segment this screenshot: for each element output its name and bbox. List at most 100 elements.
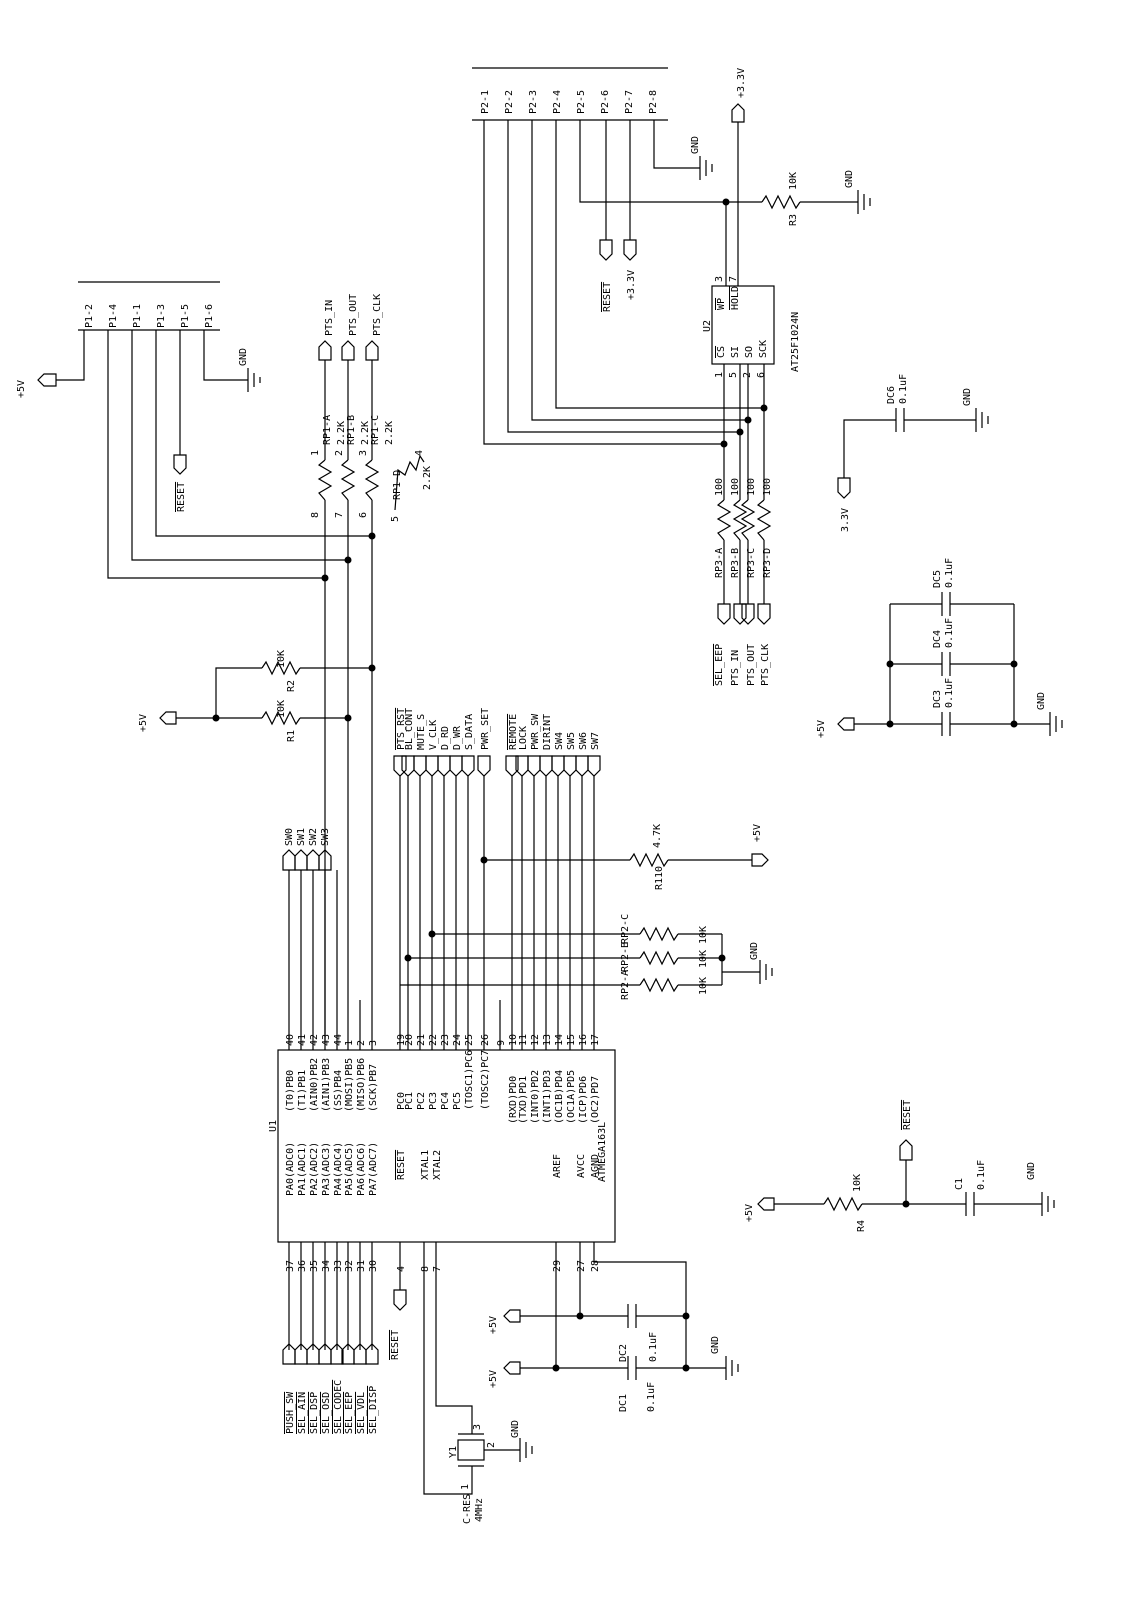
rp3-ref: RP3-A (714, 548, 725, 578)
u1-pin-name: PC0 (396, 1092, 407, 1110)
pd-net-label: DIRINT (542, 714, 553, 750)
u1-pin-name: (TOSC2)PC7 (480, 1050, 491, 1110)
reset-label: RESET (602, 282, 613, 312)
r3-ref: R3 (788, 214, 799, 226)
u1-pin-name: (T0)PB0 (285, 1070, 296, 1112)
u1-pin-name: AGND (590, 1154, 601, 1178)
u2-pin-wp: WP (716, 298, 727, 310)
rp3-ref: RP3-C (746, 548, 757, 578)
rp2-a-ref: RP2-A (620, 970, 631, 1000)
connector-p1: P1-2 P1-4 P1-1 P1-3 P1-5 P1-6 (56, 281, 372, 579)
rp3-val: 100 (714, 478, 725, 496)
u1-atmega163l: U1 ATMEGA163L 40(T0)PB041(T1)PB142(AIN0)… (268, 870, 616, 1272)
p1-pin-label: P1-3 (156, 304, 167, 328)
u1-pin-number: 24 (452, 1034, 463, 1046)
p2-pin-label: P2-2 (504, 90, 515, 114)
dc3-dc5-decoupling: +5V GND DC5 0.1uF DC4 0.1uF DC3 0.1uF (816, 558, 1063, 738)
sw-net-label: SW1 (296, 828, 307, 846)
u1-pin-number: 29 (552, 1260, 563, 1272)
u2-pinnum: 3 (714, 276, 725, 282)
u1-pin-number: 30 (368, 1260, 379, 1272)
rp1-d-ref: RP1-D (392, 470, 403, 500)
u1-pin-number: 36 (297, 1260, 308, 1272)
p33v-label: +3.3V (736, 68, 747, 98)
p1-pin-label: P1-6 (204, 304, 215, 328)
u1-pin-name: AREF (552, 1154, 563, 1178)
u1-pin-number: 37 (285, 1260, 296, 1272)
dc2-ref: DC2 (618, 1344, 629, 1362)
reset-label: RESET (390, 1330, 401, 1360)
r3-val: 10K (788, 172, 799, 190)
u2-pin-cs: CS (716, 346, 727, 358)
u1-pin-number: 43 (321, 1034, 332, 1046)
rp2-c-val: 10K (698, 926, 709, 944)
u1-pin-number: 34 (321, 1260, 332, 1272)
u1-pin-name: PA0(ADC0) (285, 1142, 296, 1196)
y1-pin: 3 (472, 1424, 483, 1430)
y1-freq: 4MHz (474, 1498, 485, 1522)
u1-pin-name: PC2 (416, 1092, 427, 1110)
rp1-pin: 3 (358, 450, 369, 456)
p2-pin-label: P2-8 (648, 90, 659, 114)
reset-label: RESET (902, 1100, 913, 1130)
u1-pin-number: 15 (566, 1034, 577, 1046)
pc-net-label: PWR_SET (480, 708, 491, 750)
u1-pin-number: 17 (590, 1034, 601, 1046)
u2-pin-hold: HOLD (730, 286, 741, 310)
pts-clk-label: PTS_CLK (372, 294, 383, 336)
pb-switch-nets: SW0 SW1 SW2 SW3 (282, 828, 332, 1043)
p5v-flag-p1: +5V (16, 373, 57, 398)
u1-pin-name: (TXD)PD1 (518, 1076, 529, 1124)
u2-pin-si: SI (730, 346, 741, 358)
rp3-net: PTS_IN (730, 650, 741, 686)
u1-pin-name: PC1 (404, 1092, 415, 1110)
r2-val: 10K (276, 650, 287, 668)
u1-pin-name: (OC1B)PD4 (554, 1070, 565, 1124)
u1-pin-name: (OC1A)PD5 (566, 1070, 577, 1124)
gnd-label: GND (710, 1336, 721, 1354)
p33v-label: 3.3V (840, 508, 851, 532)
p5v-label: +5V (752, 824, 763, 842)
rp1-a-ref: RP1-A (322, 415, 333, 445)
dc1-val: 0.1uF (646, 1382, 657, 1412)
pd-net-label: SW7 (590, 732, 601, 750)
pts-in-label: PTS_IN (324, 300, 335, 336)
u2-pin-so: SO (744, 346, 755, 358)
r1-val: 10K (276, 700, 287, 718)
p5v-label: +5V (16, 380, 27, 398)
p2-pin-label: P2-3 (528, 90, 539, 114)
u1-pin-number: 33 (333, 1260, 344, 1272)
pd-net-label: SW4 (554, 732, 565, 750)
u1-pin-name: PA2(ADC2) (309, 1142, 320, 1196)
u1-pin-name: (ICP)PD6 (578, 1076, 589, 1124)
rp1-d-val: 2.2K (422, 466, 433, 490)
u1-pin-number: 28 (590, 1260, 601, 1272)
u1-pin-name: PA6(ADC6) (356, 1142, 367, 1196)
pts-flags: PTS_IN PTS_OUT PTS_CLK (318, 294, 383, 361)
r110-val: 4.7K (652, 824, 663, 848)
rp1-pin: 2 (334, 450, 345, 456)
u1-pin-name: (MISO)PB6 (356, 1058, 367, 1112)
rp1-c-val: 2.2K (384, 421, 395, 445)
p1-pin-label: P1-1 (132, 304, 143, 328)
u1-pin-number: 23 (440, 1034, 451, 1046)
rp1-pin: 4 (414, 450, 425, 456)
u1-pin-name: (MOSI)PB5 (344, 1058, 355, 1112)
u2-part: AT25F1024N (790, 312, 801, 372)
rp3-val: 100 (746, 478, 757, 496)
gnd-label: GND (690, 136, 701, 154)
u1-pin-number: 7 (432, 1266, 443, 1272)
u1-pin-name: PA3(ADC3) (321, 1142, 332, 1196)
u1-pin-name: (INT0)PD2 (530, 1070, 541, 1124)
u1-pin-name: PC4 (440, 1092, 451, 1110)
u1-pin-number: 22 (428, 1034, 439, 1046)
gnd-label: GND (510, 1420, 521, 1438)
y1-resonator: GND Y1 C-RES 4MHz 1 2 3 (423, 1242, 533, 1524)
pts-out-label: PTS_OUT (348, 294, 359, 336)
r110-ref: R110 (654, 866, 665, 890)
u1-pin-name: RESET (396, 1150, 407, 1180)
pd-net-label: SW5 (566, 732, 577, 750)
u2-pinnum: 6 (756, 372, 767, 378)
sw-net-label: SW3 (320, 828, 331, 846)
